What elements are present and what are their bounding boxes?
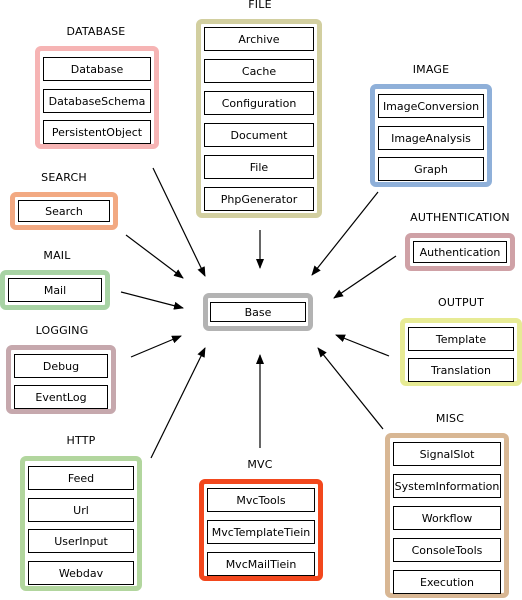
module-item: Configuration: [204, 91, 314, 115]
arrow-database: [152, 167, 206, 277]
module-item: Cache: [204, 59, 314, 83]
module-item: Database: [43, 57, 151, 81]
module-item: Feed: [28, 466, 134, 490]
group-title-image: IMAGE: [412, 63, 450, 76]
group-image: ImageConversion ImageAnalysis Graph: [370, 84, 492, 187]
arrow-search: [125, 234, 184, 279]
group-title-file: FILE: [248, 0, 272, 11]
arrow-image: [311, 191, 379, 276]
module-base: Base: [210, 302, 306, 322]
arrow-mail: [120, 291, 184, 310]
module-item: Url: [28, 498, 134, 522]
module-item: DatabaseSchema: [43, 89, 151, 113]
group-search: Search: [10, 192, 118, 230]
arrow-output: [335, 334, 390, 357]
group-title-database: DATABASE: [66, 25, 126, 38]
group-logging: Debug EventLog: [6, 345, 116, 414]
module-item: Webdav: [28, 561, 134, 585]
group-title-logging: LOGGING: [35, 324, 89, 337]
module-item: Archive: [204, 27, 314, 51]
module-item: Translation: [408, 358, 514, 382]
arrow-misc: [317, 347, 384, 430]
module-item: MvcMailTiein: [207, 552, 315, 576]
group-database: Database DatabaseSchema PersistentObject: [35, 46, 159, 149]
group-file: Archive Cache Configuration Document Fil…: [196, 19, 322, 218]
arrow-authentication: [333, 255, 397, 299]
module-item: ImageAnalysis: [378, 126, 484, 150]
module-item: Search: [18, 200, 110, 222]
module-item: Workflow: [393, 506, 501, 530]
group-output: Template Translation: [400, 318, 522, 386]
group-title-output: OUTPUT: [437, 296, 485, 309]
module-item: SystemInformation: [393, 474, 501, 498]
base-group: Base: [203, 293, 313, 331]
group-title-mvc: MVC: [247, 458, 273, 471]
group-authentication: Authentication: [405, 233, 515, 271]
module-item: UserInput: [28, 529, 134, 553]
module-item: EventLog: [14, 385, 108, 409]
group-title-mail: MAIL: [43, 249, 71, 262]
group-title-search: SEARCH: [41, 171, 87, 184]
group-misc: SignalSlot SystemInformation Workflow Co…: [385, 433, 509, 598]
module-item: MvcTemplateTiein: [207, 520, 315, 544]
arrow-http: [150, 347, 206, 459]
module-item: SignalSlot: [393, 442, 501, 466]
group-title-authentication: AUTHENTICATION: [410, 211, 510, 224]
module-item: Template: [408, 327, 514, 351]
module-item: Execution: [393, 570, 501, 594]
group-mail: Mail: [0, 270, 110, 310]
arrow-logging: [130, 335, 182, 358]
module-item: Document: [204, 123, 314, 147]
group-mvc: MvcTools MvcTemplateTiein MvcMailTiein: [199, 479, 323, 581]
module-item: Mail: [8, 278, 102, 302]
module-item: PersistentObject: [43, 120, 151, 144]
module-item: Debug: [14, 354, 108, 378]
group-title-misc: MISC: [435, 412, 465, 425]
module-item: PhpGenerator: [204, 187, 314, 211]
module-item: MvcTools: [207, 488, 315, 512]
group-title-http: HTTP: [66, 434, 96, 447]
module-item: ConsoleTools: [393, 538, 501, 562]
module-item: ImageConversion: [378, 94, 484, 118]
module-item: Graph: [378, 157, 484, 181]
group-http: Feed Url UserInput Webdav: [20, 456, 142, 591]
module-item: Authentication: [413, 241, 507, 263]
module-item: File: [204, 155, 314, 179]
